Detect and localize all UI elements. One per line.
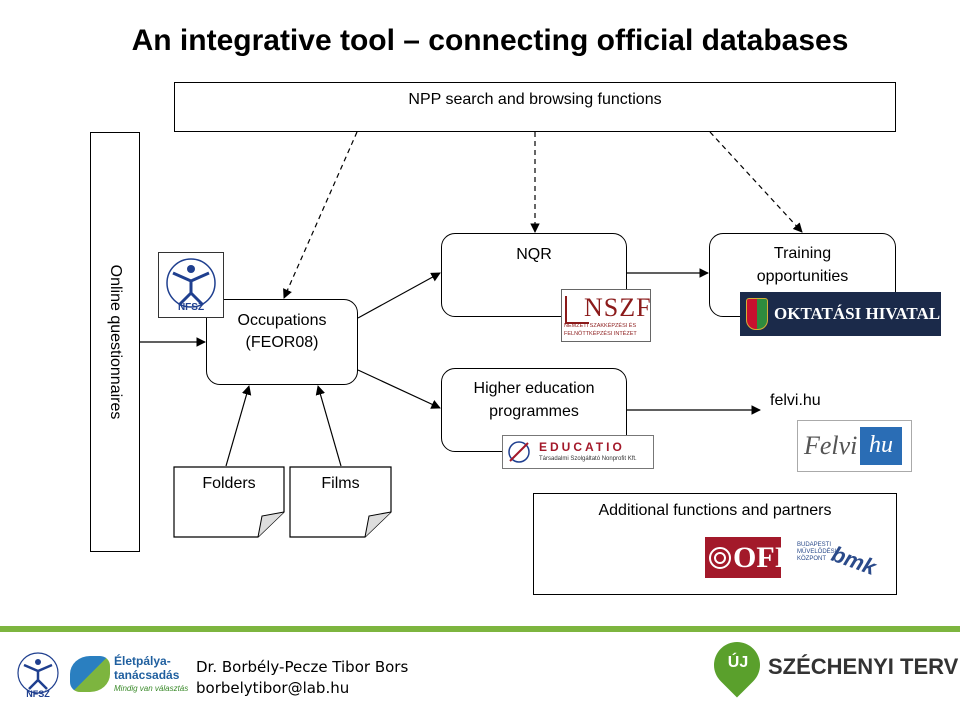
nszfi-logo: NSZFI NEMZETI SZAKKÉPZÉSI ÉS FELNŐTTKÉPZ… [561, 289, 651, 342]
felvi-logo: Felvi hu [797, 420, 912, 472]
arrow-folders-to-occupations [225, 385, 252, 467]
npp-label: NPP search and browsing functions [408, 91, 662, 108]
page-title: An integrative tool – connecting officia… [131, 24, 849, 57]
films-label: Films [321, 475, 360, 492]
educatio-logo-text: EDUCATIO [539, 440, 625, 454]
higher-label-line2: programmes [489, 403, 579, 420]
occupations-label-line2: (FEOR08) [245, 334, 319, 351]
footer-author: Dr. Borbély-Pecze Tibor Bors [196, 658, 409, 676]
hungary-crest-icon [746, 298, 768, 330]
arrow-npp-to-training [709, 131, 803, 233]
nfsz-logo: NFSZ [158, 252, 224, 318]
npp-box: NPP search and browsing functions [174, 82, 896, 132]
additional-label: Additional functions and partners [598, 502, 832, 519]
szechenyi-uj-text: ÚJ [727, 654, 749, 671]
eletpalya-slogan: Mindig van választás [114, 684, 189, 693]
oktatasi-hivatal-logo: OKTATÁSI HIVATAL [740, 292, 941, 336]
szechenyi-terv-logo: ÚJ SZÉCHENYI TERV [704, 632, 958, 708]
bmk-logo: BUDAPESTI MŰVELŐDÉSI KÖZPONT bmk [797, 534, 879, 580]
training-label-line1: Training [773, 245, 832, 262]
felvi-logo-text-b: hu [860, 427, 902, 465]
training-label-line2: opportunities [756, 268, 849, 285]
nszfi-logo-sub: NEMZETI SZAKKÉPZÉSI ÉS FELNŐTTKÉPZÉSI IN… [564, 323, 637, 337]
eletpalya-logo: Életpálya- tanácsadás Mindig van választ… [70, 652, 188, 698]
arrow-occupations-to-higher [357, 369, 441, 409]
folders-label: Folders [202, 475, 256, 492]
felvi-logo-text-a: Felvi [804, 431, 858, 460]
educatio-logo-sub: Társadalmi Szolgáltató Nonprofit Kft. [539, 456, 637, 462]
footer-contact: Dr. Borbély-Pecze Tibor Bors borbelytibo… [196, 657, 408, 699]
felvi-label: felvi.hu [770, 392, 821, 409]
bmk-logo-sub: BUDAPESTI MŰVELŐDÉSI KÖZPONT [797, 542, 837, 562]
footer-divider [0, 626, 960, 632]
nszfi-logo-text: NSZFI [584, 293, 651, 322]
ofi-logo: OFI [705, 537, 786, 578]
eletpalya-icon [70, 656, 110, 692]
footer-nfsz-logo: NFSZ [10, 649, 66, 701]
nqr-label: NQR [516, 246, 552, 263]
occupations-box: Occupations (FEOR08) [206, 299, 358, 385]
footer-nfsz-text: NFSZ [26, 689, 50, 699]
eletpalya-line2: tanácsadás [114, 668, 180, 682]
occupations-label-line1: Occupations [237, 312, 327, 329]
online-questionnaires-box [90, 132, 140, 552]
oktatasi-logo-text: OKTATÁSI HIVATAL [774, 304, 941, 323]
arrow-occupations-to-nqr [357, 272, 441, 319]
footer-email: borbelytibor@lab.hu [196, 679, 350, 697]
higher-label-line1: Higher education [473, 380, 595, 397]
arrow-npp-to-occupations [283, 131, 358, 299]
online-questionnaires-label: Online questionnaires [107, 264, 124, 420]
educatio-logo: EDUCATIO Társadalmi Szolgáltató Nonprofi… [502, 435, 654, 469]
nfsz-logo-text: NFSZ [177, 302, 205, 313]
ofi-logo-text: OFI [733, 541, 787, 574]
eletpalya-line1: Életpálya- [114, 654, 171, 668]
arrow-films-to-occupations [315, 385, 342, 467]
szechenyi-text: SZÉCHENYI TERV [768, 654, 959, 679]
